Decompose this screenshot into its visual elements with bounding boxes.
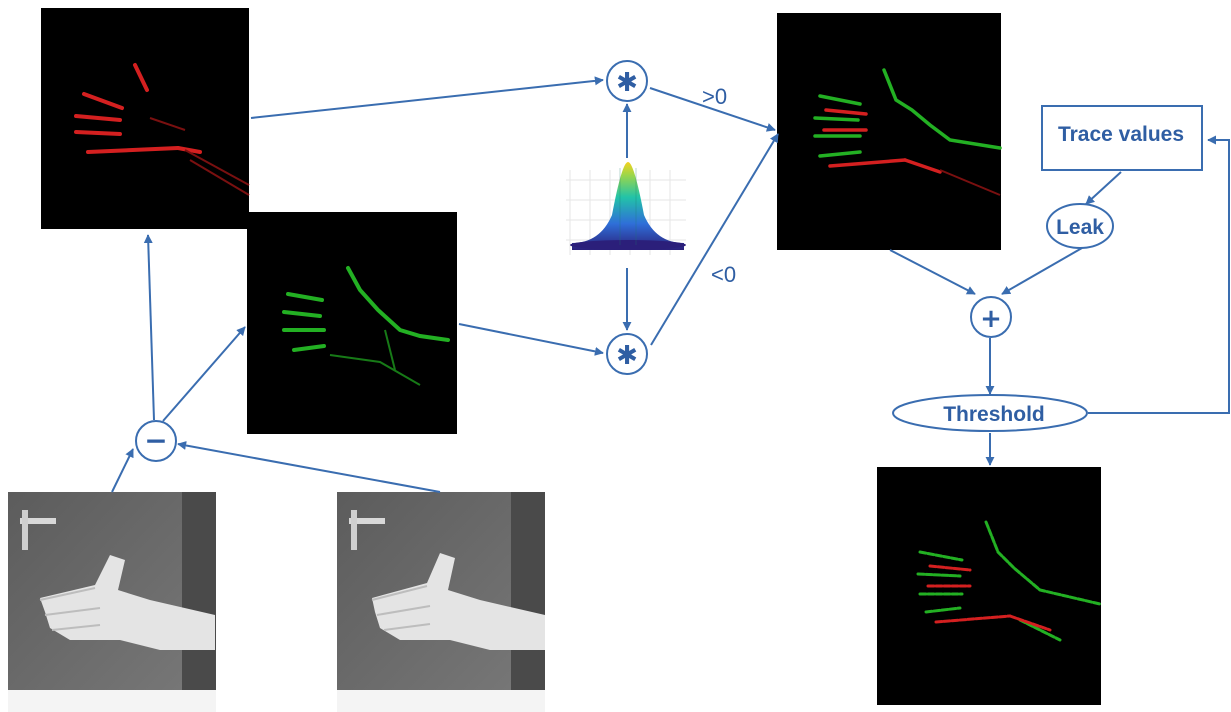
convolve-positive-symbol: ✱: [616, 68, 638, 98]
edge-conv-positive-to-combined: [649, 87, 776, 132]
negative-diff-image: [41, 8, 250, 229]
edge-frame2-to-subtract: [177, 441, 441, 493]
combined-events-image: [777, 13, 1002, 250]
edge-negative-to-conv: [250, 76, 604, 119]
subtract-node: −: [135, 420, 177, 462]
leak-label: Leak: [1056, 216, 1104, 239]
edge-trace-to-leak: [1085, 171, 1122, 205]
add-node: +: [970, 296, 1012, 338]
convolve-negative-node: ✱: [606, 333, 648, 375]
add-symbol: +: [980, 304, 1002, 334]
convolve-positive-node: ✱: [606, 60, 648, 102]
edge-combined-to-add: [889, 249, 976, 295]
positive-branch-label: >0: [702, 84, 727, 109]
edge-subtract-to-positive: [162, 326, 246, 422]
input-frame-1: [8, 492, 216, 712]
edge-leak-to-add: [1001, 247, 1083, 295]
threshold-label: Threshold: [943, 403, 1045, 426]
positive-diff-image: [247, 212, 457, 434]
threshold-node: Threshold: [892, 394, 1088, 432]
edge-conv-negative-to-combined: [650, 133, 779, 346]
thresholded-output-image: [877, 467, 1102, 705]
negative-branch-label: <0: [711, 262, 736, 287]
gaussian-kernel-plot: [562, 160, 688, 264]
subtract-symbol: −: [144, 424, 167, 457]
edge-subtract-to-negative: [143, 234, 155, 421]
edge-frame1-to-subtract: [111, 448, 134, 493]
edge-threshold-feedback-to-trace: [1088, 135, 1230, 414]
leak-node: Leak: [1046, 203, 1114, 249]
trace-values-label: Trace values: [1058, 123, 1184, 146]
edge-positive-to-conv: [458, 323, 604, 356]
trace-values-node: Trace values: [1041, 105, 1203, 171]
input-frame-2: [337, 492, 545, 712]
convolve-negative-symbol: ✱: [616, 341, 638, 371]
edges: [111, 76, 1230, 493]
